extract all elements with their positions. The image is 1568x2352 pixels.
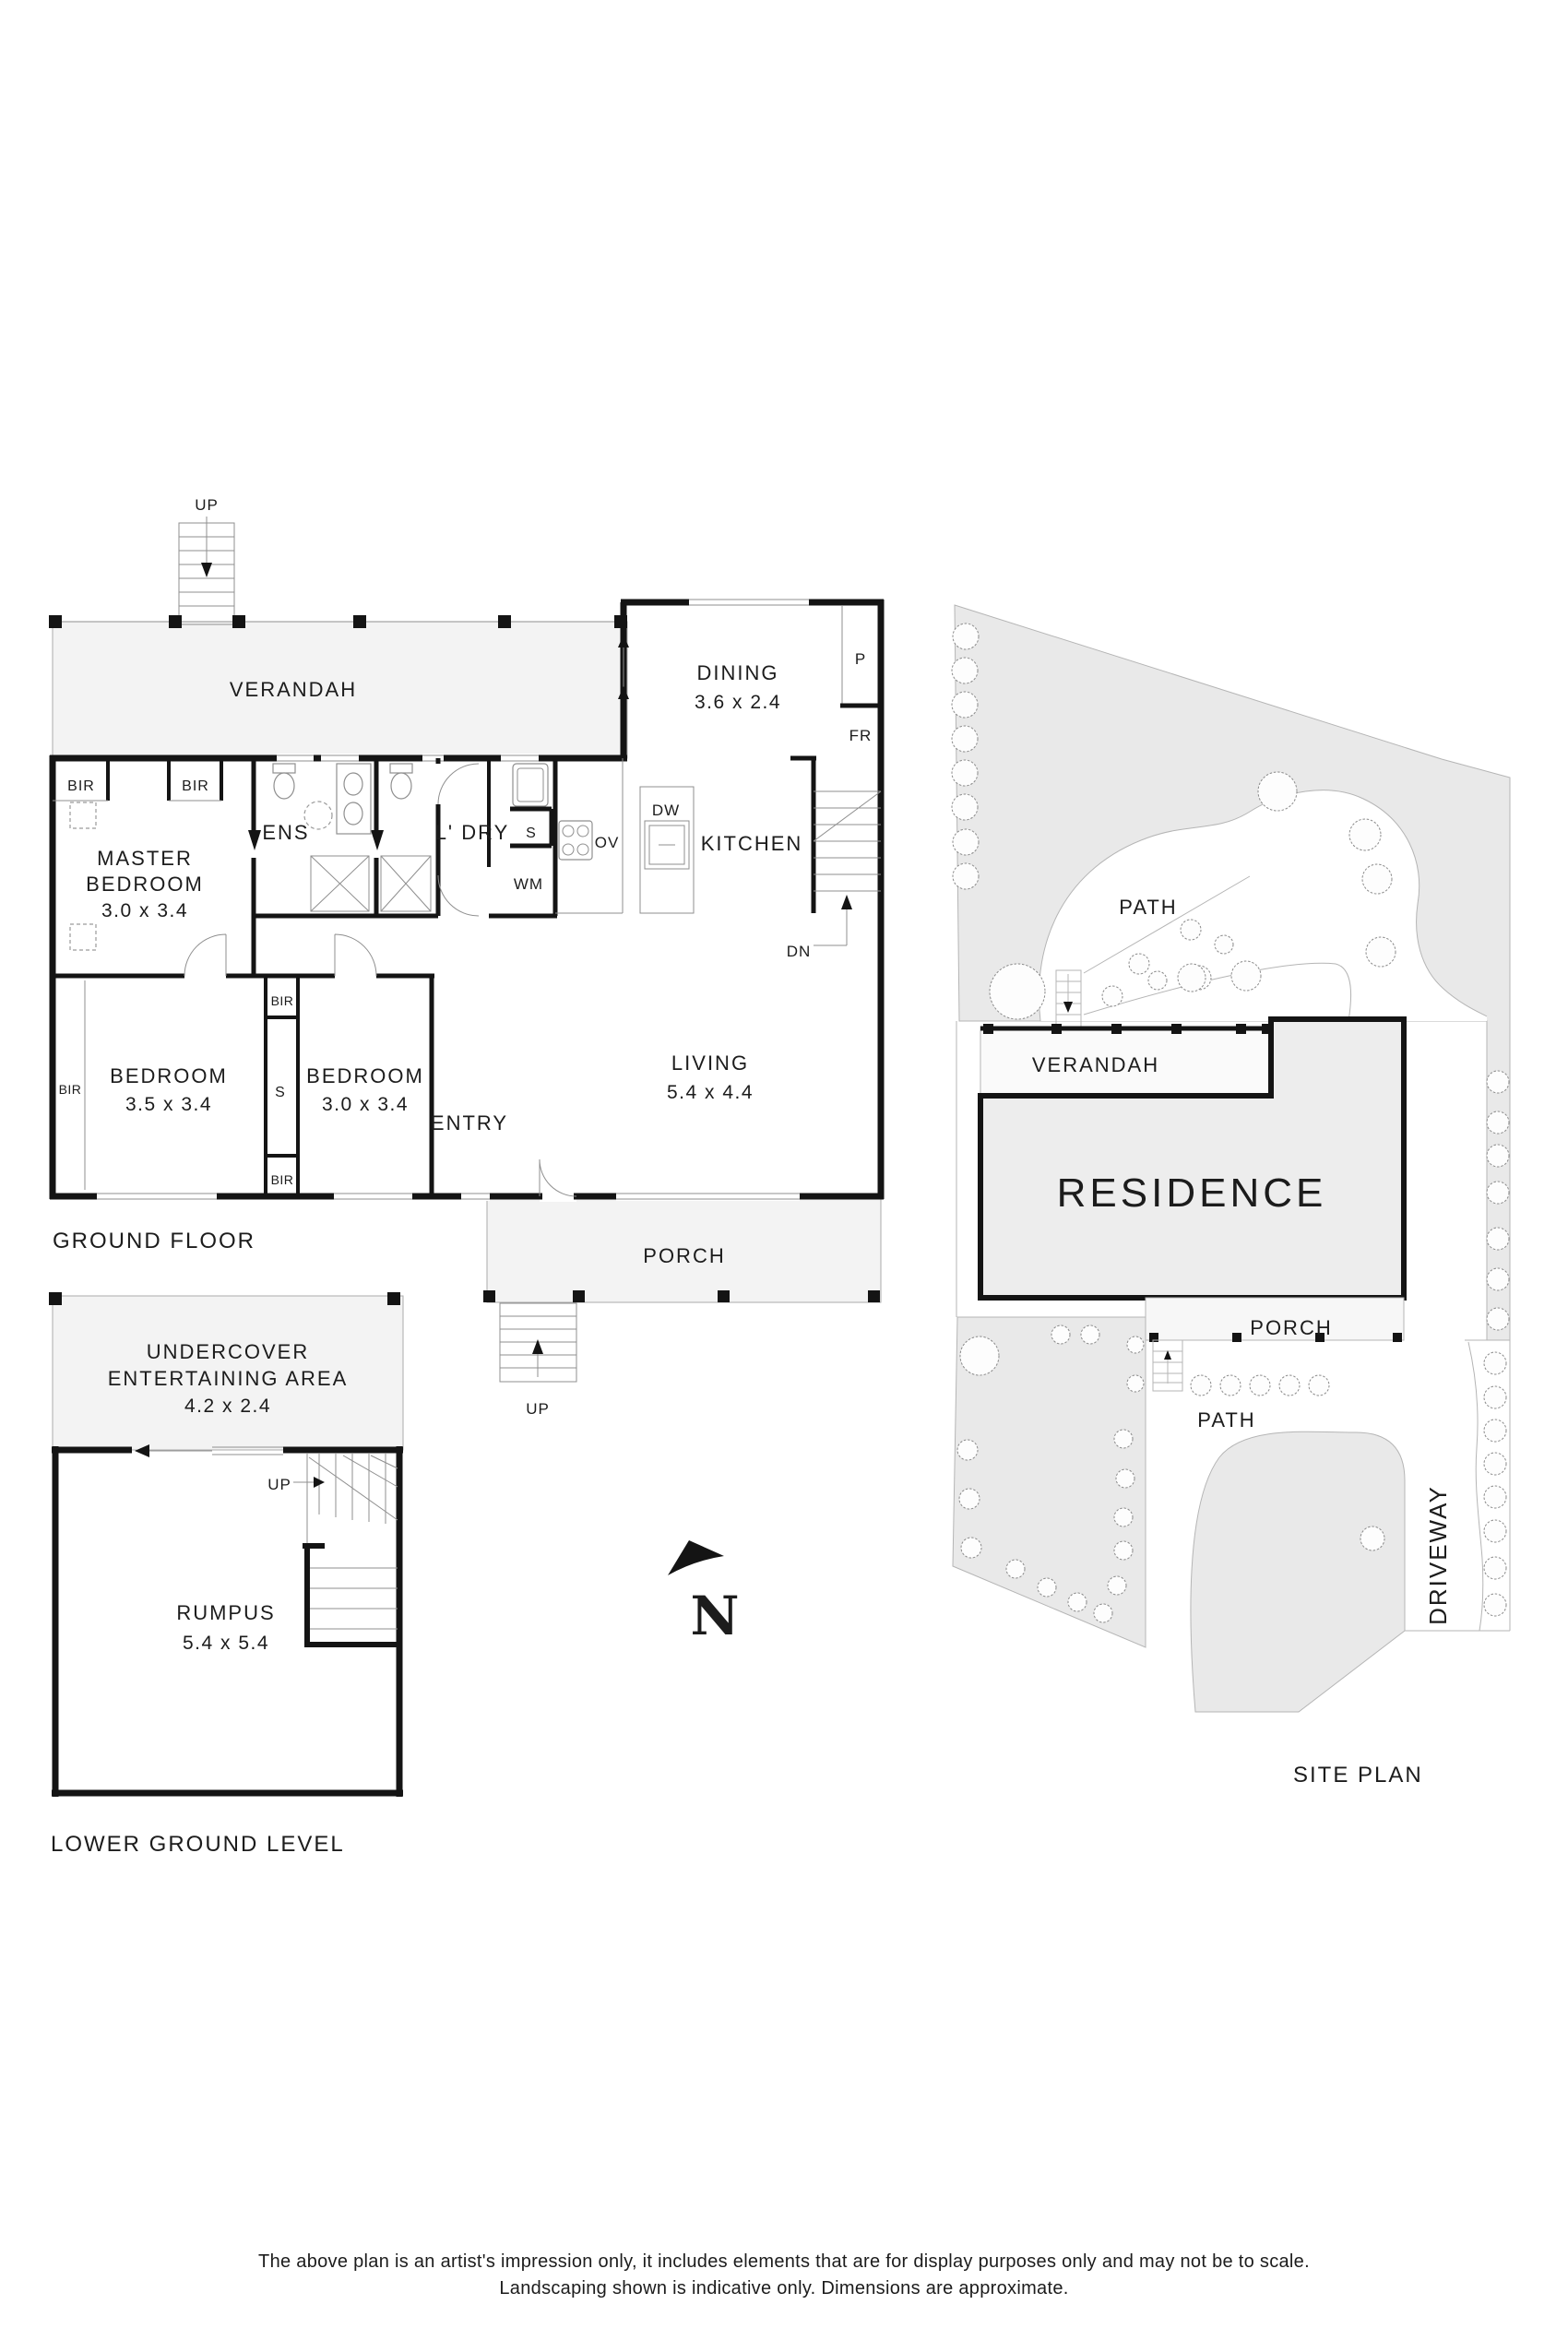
label-undercover-1: UNDERCOVER bbox=[147, 1340, 309, 1363]
verandah-stair bbox=[178, 517, 235, 625]
label-dining: DINING bbox=[697, 661, 779, 684]
ground-floor-interior-walls bbox=[53, 606, 881, 1202]
label-up-rumpus: UP bbox=[267, 1476, 291, 1493]
label-bedroom3-dims: 3.0 x 3.4 bbox=[322, 1094, 409, 1115]
label-path-bottom: PATH bbox=[1197, 1408, 1255, 1431]
label-up-porch: UP bbox=[526, 1400, 550, 1418]
label-laundry: L' DRY bbox=[435, 821, 510, 844]
label-site-plan: SITE PLAN bbox=[1293, 1763, 1423, 1788]
label-living: LIVING bbox=[671, 1051, 749, 1075]
label-rumpus: RUMPUS bbox=[176, 1601, 275, 1624]
porch-and-stair bbox=[483, 1290, 880, 1383]
label-porch-gf: PORCH bbox=[643, 1244, 725, 1267]
label-closet-s: S bbox=[275, 1085, 286, 1100]
label-residence: RESIDENCE bbox=[1057, 1170, 1327, 1216]
trees bbox=[951, 623, 1510, 1623]
label-porch-site: PORCH bbox=[1250, 1316, 1332, 1339]
label-oven: OV bbox=[595, 834, 620, 851]
label-master-2: BEDROOM bbox=[86, 873, 204, 896]
label-up-top: UP bbox=[195, 496, 219, 514]
label-lower-ground: LOWER GROUND LEVEL bbox=[51, 1832, 345, 1857]
disclaimer-line2: Landscaping shown is indicative only. Di… bbox=[499, 2278, 1068, 2299]
label-living-dims: 5.4 x 4.4 bbox=[667, 1082, 754, 1103]
label-bir-2: BIR bbox=[182, 778, 209, 794]
ground-floor-areas bbox=[52, 621, 882, 1451]
label-bir-5: BIR bbox=[271, 1172, 294, 1187]
label-undercover-2: ENTERTAINING AREA bbox=[108, 1367, 349, 1390]
lower-ground-walls bbox=[49, 1292, 403, 1797]
label-kitchen: KITCHEN bbox=[701, 832, 803, 855]
label-dining-dims: 3.6 x 2.4 bbox=[695, 692, 781, 713]
fixtures bbox=[69, 758, 882, 1190]
label-dn: DN bbox=[787, 943, 812, 960]
label-bir-4: BIR bbox=[271, 993, 294, 1008]
north-arrow-icon bbox=[668, 1540, 724, 1575]
label-verandah-site: VERANDAH bbox=[1032, 1053, 1159, 1076]
label-master-1: MASTER bbox=[97, 847, 193, 870]
label-rumpus-dims: 5.4 x 5.4 bbox=[183, 1633, 269, 1654]
label-path-top: PATH bbox=[1119, 896, 1177, 919]
label-master-dims: 3.0 x 3.4 bbox=[101, 900, 188, 921]
label-bedroom3: BEDROOM bbox=[306, 1064, 424, 1087]
label-washing-machine: WM bbox=[514, 875, 543, 893]
north-letter: N bbox=[690, 1585, 739, 1647]
label-bedroom2: BEDROOM bbox=[110, 1064, 228, 1087]
label-ground-floor: GROUND FLOOR bbox=[53, 1229, 255, 1253]
label-entry: ENTRY bbox=[431, 1111, 508, 1134]
label-undercover-dims: 4.2 x 2.4 bbox=[184, 1396, 271, 1417]
label-pantry: P bbox=[855, 650, 866, 668]
disclaimer-line1: The above plan is an artist's impression… bbox=[258, 2251, 1310, 2272]
windows bbox=[97, 598, 809, 1201]
label-verandah-gf: VERANDAH bbox=[230, 678, 357, 701]
label-ensuite: ENS bbox=[262, 821, 309, 844]
label-dishwasher: DW bbox=[652, 802, 680, 819]
label-driveway: DRIVEWAY bbox=[1424, 1485, 1452, 1625]
label-bedroom2-dims: 3.5 x 3.4 bbox=[125, 1094, 212, 1115]
label-sink: S bbox=[526, 826, 537, 841]
doors bbox=[184, 635, 629, 1197]
label-bir-1: BIR bbox=[67, 778, 95, 794]
label-fridge: FR bbox=[849, 727, 873, 744]
label-bir-3: BIR bbox=[59, 1082, 82, 1097]
